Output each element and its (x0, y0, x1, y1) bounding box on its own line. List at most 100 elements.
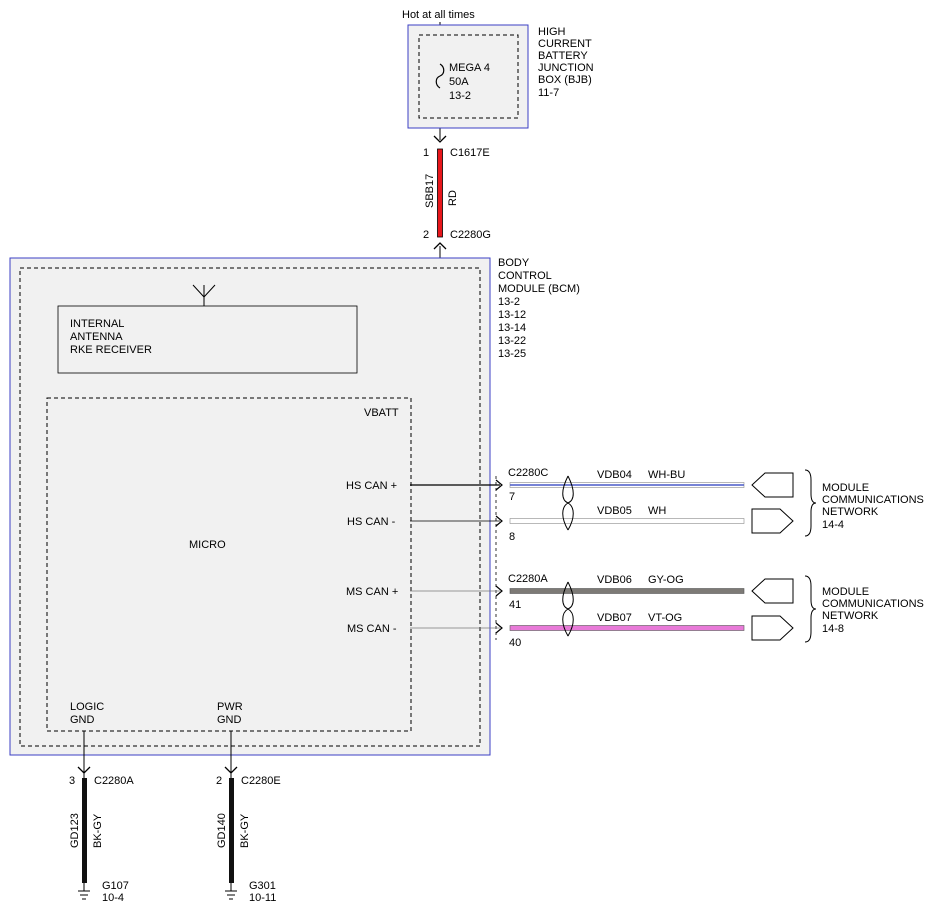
vdb06-wire (509, 588, 745, 594)
micro-box (46, 397, 412, 732)
bjb-title-line-5: BOX (BJB) (538, 74, 592, 86)
hs-can-plus-pin: 7 (509, 491, 515, 503)
vdb06-circuit-id: VDB06 (597, 574, 632, 586)
antenna-icon (192, 284, 216, 306)
g107-label: G107 (102, 880, 129, 892)
hs-can-plus-circuit: C2280C 7 VDB04 WH-BU (410, 467, 794, 503)
gd140-color-code: BK-GY (239, 813, 251, 848)
pwr-gnd-line-2: GND (217, 714, 242, 726)
g301-page-ref: 10-11 (249, 892, 276, 904)
logic-gnd-line-2: GND (70, 714, 95, 726)
network-1-line-2: COMMUNICATIONS (822, 494, 924, 506)
pwr-gnd-line-1: PWR (217, 701, 243, 713)
vdb05-circuit-id: VDB05 (597, 505, 632, 517)
hs-can-plus-label: HS CAN + (346, 480, 397, 492)
gd140-wire (229, 778, 234, 883)
vdb05-color-code: WH (648, 505, 666, 517)
gd140-circuit-id: GD140 (216, 813, 228, 848)
ms-network-minus-connector-icon (751, 615, 794, 641)
bcm-title-line-4: 13-2 (498, 296, 520, 308)
receiver-line-1: INTERNAL (70, 318, 124, 330)
c2280a-pin3-arrow-icon (77, 766, 91, 774)
c2280c-pin8-arrow-icon (495, 515, 503, 527)
bcm-title-line-2: CONTROL (498, 270, 552, 282)
ms-network-plus-connector-icon (751, 578, 794, 604)
ms-can-plus-label: MS CAN + (346, 586, 398, 598)
battery-junction-box: MEGA 4 50A 13-2 HIGH CURRENT BATTERY JUN… (407, 24, 594, 129)
ms-can-plus-pin: 41 (509, 599, 521, 611)
network-1-line-3: NETWORK (822, 506, 879, 518)
gnd2-pin: 2 (216, 775, 222, 787)
bcm-title-line-1: BODY (498, 257, 530, 269)
power-circuit-id: SBB17 (424, 174, 436, 208)
gnd2-connector: C2280E (241, 775, 281, 787)
vdb05-wire (509, 518, 745, 524)
bjb-title-line-4: JUNCTION (538, 62, 594, 74)
hs-can-minus-circuit: 8 VDB05 WH (410, 505, 794, 543)
gd123-wire (82, 778, 87, 883)
bcm-title-line-3: MODULE (BCM) (498, 283, 580, 295)
network-2-line-4: 14-8 (822, 623, 844, 635)
logic-gnd-line-1: LOGIC (70, 701, 104, 713)
fuse-line-1: MEGA 4 (449, 62, 490, 74)
bcm-title-line-8: 13-25 (498, 348, 526, 360)
hs-network-minus-connector-icon (751, 508, 794, 534)
rke-receiver-box (57, 305, 358, 374)
hs-can-minus-label: HS CAN - (347, 516, 396, 528)
ms-can-minus-label: MS CAN - (347, 623, 397, 635)
c2280a-connector-label: C2280A (508, 573, 548, 585)
gnd1-pin: 3 (69, 775, 75, 787)
power-connector-bottom: C2280G (450, 229, 491, 241)
c2280c-connector-label: C2280C (508, 467, 548, 479)
fuse-line-3: 13-2 (449, 90, 471, 102)
g107-page-ref: 10-4 (102, 892, 124, 904)
bjb-title-line-1: HIGH (538, 26, 566, 38)
vdb04-circuit-id: VDB04 (597, 469, 632, 481)
network-2-line-2: COMMUNICATIONS (822, 598, 924, 610)
power-pin-bottom: 2 (423, 229, 429, 241)
ms-twisted-pair-icon (562, 581, 574, 637)
power-connector-top: C1617E (450, 147, 490, 159)
receiver-line-3: RKE RECEIVER (70, 344, 152, 356)
fuse-line-2: 50A (449, 76, 469, 88)
bjb-inner-box (418, 34, 519, 119)
g301-label: G301 (249, 880, 276, 892)
bcm-title-line-7: 13-22 (498, 335, 526, 347)
c2280c-pin7-arrow-icon (495, 479, 503, 491)
network-brace-2-icon (804, 575, 817, 643)
vdb04-color-code: WH-BU (648, 469, 685, 481)
receiver-line-2: ANTENNA (70, 331, 123, 343)
ms-can-plus-circuit: C2280A 41 VDB06 GY-OG (410, 573, 794, 611)
ms-can-minus-circuit: 40 VDB07 VT-OG (410, 612, 794, 649)
gnd1-connector: C2280A (94, 775, 134, 787)
bcm-title-line-6: 13-14 (498, 322, 526, 334)
power-color-code: RD (447, 190, 459, 206)
bjb-title-line-6: 11-7 (538, 87, 559, 99)
vdb06-color-code: GY-OG (648, 574, 684, 586)
ground-g301-icon (225, 890, 237, 900)
logic-ground-circuit: 3 C2280A GD123 BK-GY G107 10-4 (69, 731, 134, 904)
gd123-circuit-id: GD123 (69, 813, 81, 848)
hs-network-plus-connector-icon (751, 472, 794, 498)
hs-can-minus-pin: 8 (509, 531, 515, 543)
bjb-title-line-2: CURRENT (538, 38, 592, 50)
network-brace-1-icon (804, 469, 817, 537)
connector-c1617e-icon (433, 135, 447, 143)
gd123-color-code: BK-GY (92, 813, 104, 848)
micro-label: MICRO (189, 539, 226, 551)
power-wire-sbb17 (437, 148, 443, 238)
vdb07-color-code: VT-OG (648, 612, 682, 624)
vbatt-label: VBATT (364, 407, 399, 419)
connector-c2280g-icon (433, 242, 447, 250)
power-circuit: 1 C1617E SBB17 RD 2 C2280G (410, 135, 491, 412)
hs-twisted-pair-icon (562, 475, 574, 531)
bjb-title-line-3: BATTERY (538, 50, 588, 62)
network-1-line-1: MODULE (822, 482, 869, 494)
c2280a-pin41-arrow-icon (495, 585, 503, 597)
hot-at-all-times-label: Hot at all times (402, 9, 475, 21)
network-2-line-1: MODULE (822, 586, 869, 598)
network-2-line-3: NETWORK (822, 610, 879, 622)
mega-fuse-icon (435, 63, 445, 89)
